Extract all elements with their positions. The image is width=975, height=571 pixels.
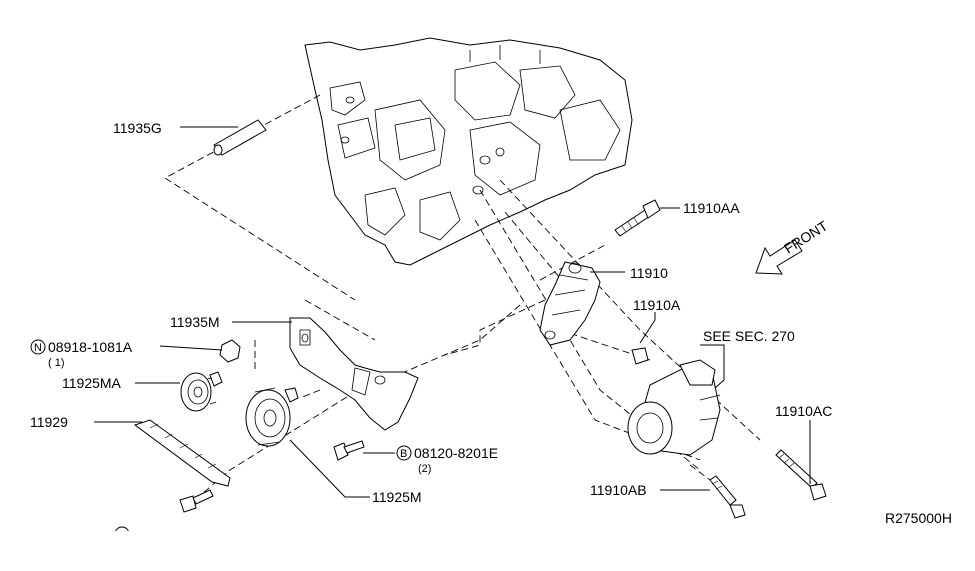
idler-pulley-small [180,371,223,412]
clipped-bottom-label [100,526,260,566]
bolt-11910AC [775,449,827,501]
front-label: FRONT [781,217,831,256]
label-11910A: 11910A [633,297,681,313]
bolt-08120-8201E [333,440,365,461]
idler-pulley-large [245,387,299,447]
nut-code-letter: N [34,342,42,354]
label-nut-code: 08918-1081A [48,339,133,355]
label-11910AB: 11910AB [590,482,647,498]
label-see-sec-270: SEE SEC. 270 [703,328,795,344]
nut [219,339,241,363]
compressor [627,359,721,456]
adjusting-bar [133,419,231,487]
dowel-pin [213,119,267,156]
label-11925M: 11925M [372,489,422,505]
front-direction-arrow: FRONT [755,217,831,275]
nut-code-circle [30,339,46,355]
leader-lines [94,126,811,498]
label-11910AC: 11910AC [775,403,832,419]
bolt-11910A [631,347,649,365]
idler-bracket [289,317,419,431]
assembly-guide-lines [164,94,761,501]
part-labels: 11935G 11910AA 11910 11910A SEE SEC. 270… [30,120,952,526]
label-bolt-qty: (2) [418,463,431,475]
label-11910: 11910 [630,265,668,281]
label-11935G: 11935G [113,120,162,136]
bolt-11910AB [709,475,746,519]
engine-block [304,37,633,266]
label-11935M: 11935M [170,314,220,330]
label-nut-qty: ( 1) [48,357,65,369]
label-11910AA: 11910AA [683,200,740,216]
bolt-11910AA [614,199,661,237]
bolt-code-letter: B [400,448,407,460]
alternator-bracket [539,261,601,346]
label-11925MA: 11925MA [62,375,122,391]
label-11929: 11929 [30,414,68,430]
bolt-bottom [179,489,214,513]
bolt-code-circle [396,445,412,461]
diagram-id: R275000H [885,510,952,526]
label-bolt-code: 08120-8201E [414,445,498,461]
